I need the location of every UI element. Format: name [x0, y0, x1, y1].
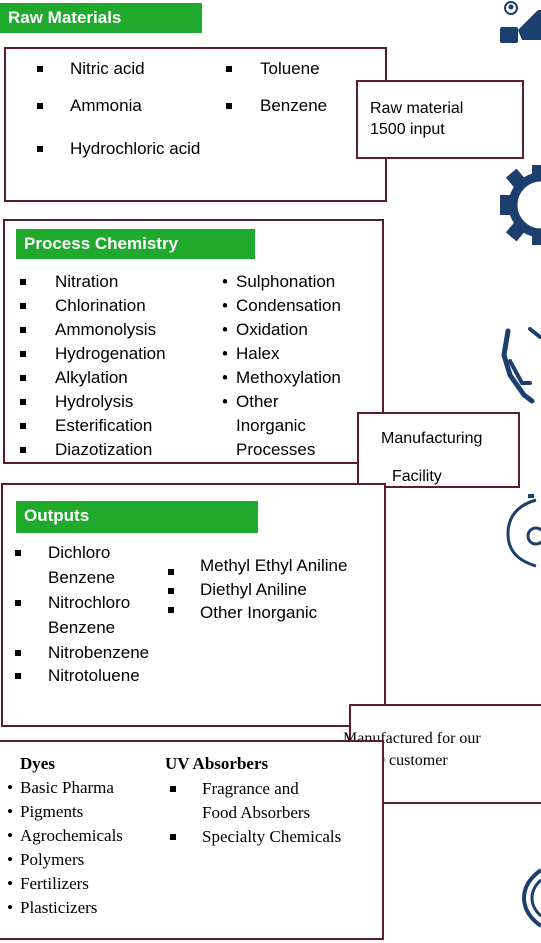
process-chemistry-header: Process Chemistry: [16, 229, 255, 259]
raw-materials-header: Raw Materials: [0, 3, 202, 33]
dyes-header: Dyes: [20, 754, 55, 773]
customers-box: [0, 740, 384, 940]
uv-absorbers-header: UV Absorbers: [165, 754, 269, 773]
process-chemistry-box: [3, 219, 384, 464]
globe-icon: [522, 868, 541, 928]
hand-icon: [501, 327, 541, 404]
people-icon: [500, 1, 541, 43]
bulb-icon: [506, 494, 541, 568]
raw-material-callout: Raw material 1500 input: [356, 80, 524, 159]
manufacturing-facility-callout: Manufacturing Facility: [357, 412, 520, 488]
raw-item: Nitric acid: [70, 59, 145, 78]
outputs-header: Outputs: [16, 501, 258, 533]
raw-item: Hydrochloric acid: [70, 139, 201, 158]
raw-item: Toluene: [260, 59, 320, 78]
raw-materials-box: [4, 47, 387, 202]
raw-item: Benzene: [260, 96, 328, 115]
raw-item: Ammonia: [70, 96, 142, 115]
gear-icon: [500, 165, 541, 245]
